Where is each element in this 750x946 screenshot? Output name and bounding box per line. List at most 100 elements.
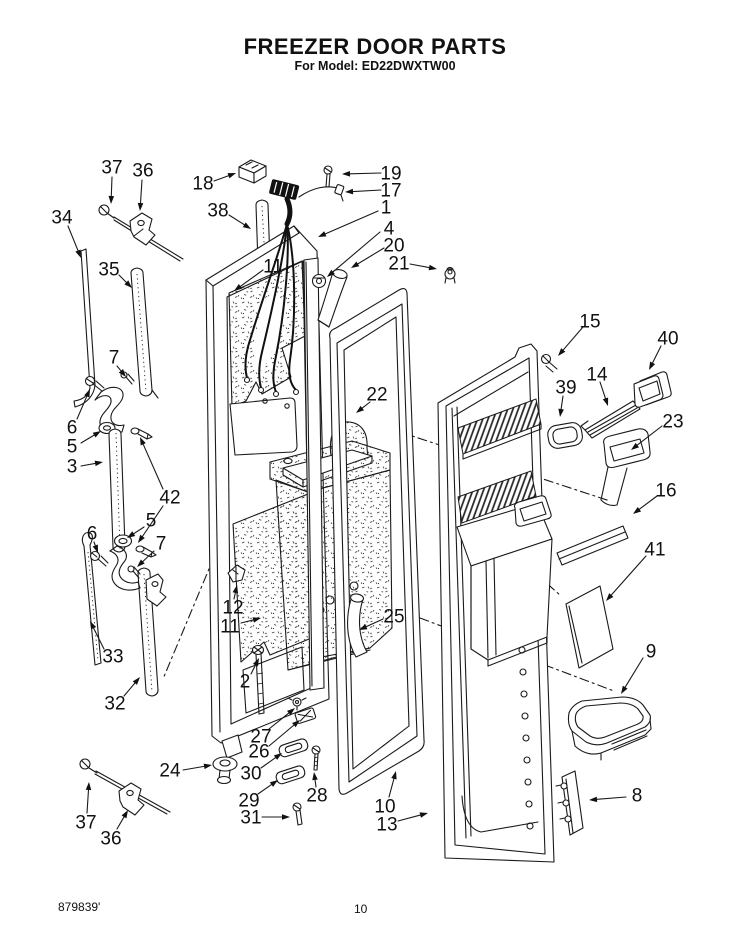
- leader-line: [324, 210, 379, 235]
- part-trim-strip-32: [137, 567, 159, 697]
- leader-arrowhead: [84, 389, 90, 398]
- leader-line: [599, 381, 607, 399]
- leader-line: [560, 395, 564, 410]
- leader-arrowhead: [649, 361, 656, 370]
- leader-arrowhead: [621, 685, 628, 694]
- leader-line: [388, 778, 395, 798]
- leader-line: [182, 765, 205, 771]
- part-hinge-bracket-36-bottom: [118, 782, 145, 816]
- leader-line: [652, 345, 662, 364]
- leader-arrowhead: [75, 249, 81, 258]
- callout-label-11: 11: [220, 617, 240, 638]
- part-rail-16: [556, 525, 629, 566]
- leader-line: [110, 176, 113, 197]
- leader-line: [314, 779, 317, 788]
- callout-label-17: 17: [380, 181, 401, 202]
- leader-line: [67, 225, 79, 252]
- leader-arrowhead: [602, 397, 609, 406]
- leader-line: [240, 619, 254, 624]
- callout-label-34: 34: [51, 208, 73, 229]
- callout-label-6: 6: [87, 524, 98, 545]
- part-bearing-24: [212, 756, 238, 785]
- leader-line: [86, 789, 90, 814]
- leader-arrowhead: [234, 284, 243, 291]
- part-clip-12: [227, 564, 246, 583]
- part-hinge-bracket-lower: [145, 573, 167, 607]
- part-trim-strip-34: [73, 248, 96, 408]
- callout-label-3: 3: [67, 457, 78, 478]
- part-rod-3: [108, 428, 126, 553]
- leader-arrowhead: [606, 593, 614, 601]
- leader-line: [142, 443, 164, 490]
- leader-line: [257, 784, 272, 795]
- part-trim-strip-35: [130, 267, 159, 399]
- leader-line: [76, 395, 88, 420]
- part-grommet-4: [311, 273, 327, 289]
- callout-label-8: 8: [632, 786, 643, 807]
- callout-label-11: 11: [263, 257, 283, 278]
- leader-arrowhead: [137, 202, 144, 211]
- part-bracket-8: [555, 770, 584, 836]
- part-pin-42-lower: [135, 545, 157, 558]
- part-screw-15: [540, 353, 558, 373]
- leader-line: [93, 541, 96, 547]
- leader-arrowhead: [558, 348, 566, 356]
- part-pin-42-upper: [130, 427, 153, 440]
- callout-label-32: 32: [104, 694, 125, 715]
- leader-arrowhead: [292, 720, 300, 728]
- callout-label-7: 7: [109, 348, 120, 369]
- leader-line: [624, 657, 644, 688]
- leader-line: [139, 179, 143, 204]
- page-title: FREEZER DOOR PARTS: [243, 34, 507, 59]
- leader-line: [239, 269, 264, 287]
- leader-arrowhead: [391, 771, 397, 780]
- leader-arrowhead: [633, 506, 642, 514]
- leader-line: [80, 462, 96, 467]
- leader-arrowhead: [345, 188, 354, 195]
- leader-line: [562, 326, 584, 351]
- leader-arrowhead: [318, 231, 327, 237]
- leader-line: [123, 682, 136, 697]
- leader-arrowhead: [273, 753, 282, 760]
- callout-label-35: 35: [98, 260, 119, 281]
- leader-line: [352, 189, 382, 193]
- leader-line: [80, 434, 95, 444]
- callout-label-26: 26: [248, 742, 269, 763]
- callout-label-25: 25: [383, 607, 404, 628]
- callout-label-36: 36: [132, 161, 153, 182]
- part-end-cap-40: [633, 371, 672, 408]
- leader-line: [213, 175, 230, 182]
- leader-line: [141, 505, 164, 537]
- leader-line: [268, 712, 290, 730]
- leader-arrowhead: [138, 534, 145, 543]
- part-screw-6-upper: [84, 375, 105, 392]
- part-hinge-arm-upper: [94, 386, 125, 435]
- part-clip-18: [238, 159, 267, 184]
- leader-line: [93, 627, 105, 650]
- leader-arrowhead: [419, 812, 428, 818]
- part-chute-23: [600, 428, 651, 506]
- leader-arrowhead: [127, 531, 136, 538]
- leader-arrowhead: [108, 195, 115, 204]
- callout-label-2: 2: [240, 672, 251, 693]
- leader-line: [332, 231, 381, 273]
- leader-arrowhead: [137, 559, 145, 567]
- callout-label-38: 38: [207, 201, 228, 222]
- callout-label-37: 37: [101, 158, 122, 179]
- part-hinge-bracket-36-top: [129, 212, 156, 246]
- leader-arrowhead: [118, 369, 126, 377]
- callout-label-40: 40: [657, 329, 678, 350]
- leader-arrowhead: [121, 810, 128, 819]
- part-clip-29: [275, 765, 306, 785]
- part-screw-37-top: [98, 204, 184, 262]
- callout-label-10: 10: [374, 797, 395, 818]
- callout-label-5: 5: [67, 437, 78, 458]
- leader-arrowhead: [140, 437, 146, 446]
- part-hinge-arm-lower: [109, 534, 141, 591]
- callout-label-1: 1: [381, 198, 392, 219]
- part-clip-30: [278, 738, 309, 758]
- leader-line: [638, 495, 658, 510]
- leader-arrowhead: [203, 763, 212, 770]
